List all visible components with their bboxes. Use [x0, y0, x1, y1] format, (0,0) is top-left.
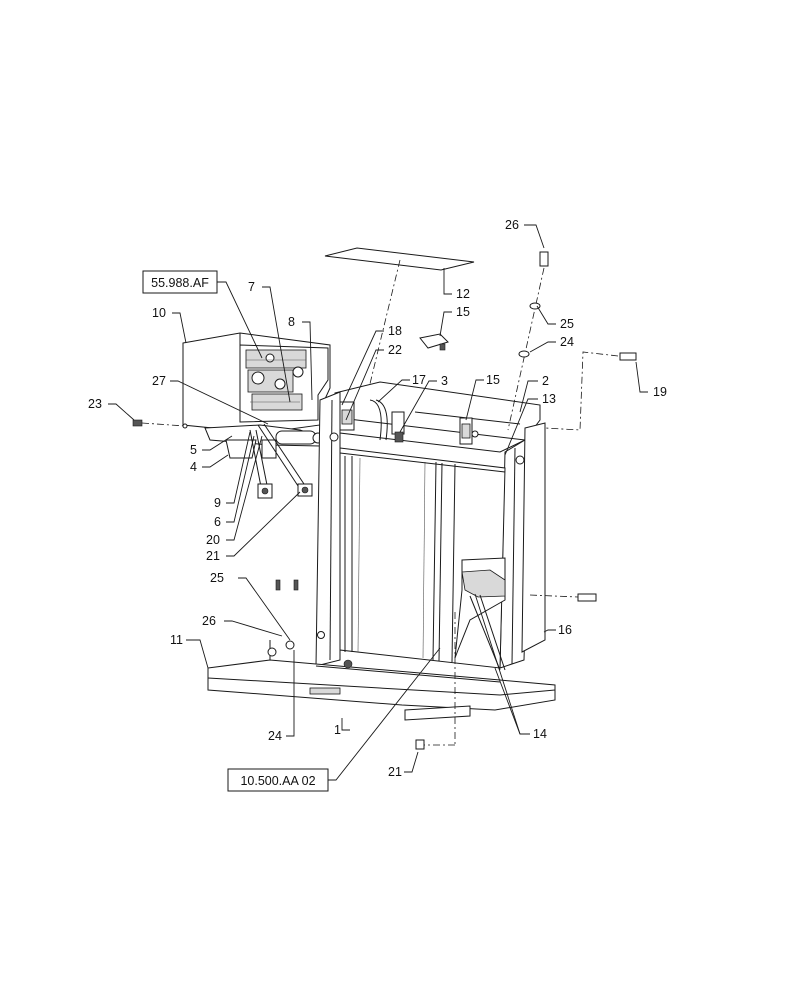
callout-17: 17 [412, 373, 426, 387]
callout-15: 15 [456, 305, 470, 319]
callout-25b: 25 [210, 571, 224, 585]
part-main-frame [315, 381, 546, 671]
callout-24: 24 [560, 335, 574, 349]
part-latch-top [419, 333, 449, 351]
callout-26b: 26 [202, 614, 216, 628]
part-base-platform [207, 579, 556, 721]
callout-22: 22 [388, 343, 402, 357]
part-top-plate [324, 247, 475, 393]
callout-12: 12 [456, 287, 470, 301]
leader-lines [108, 224, 648, 781]
reference-box-engine[interactable]: 55.988.AF [142, 270, 218, 294]
reference-cooling-text: 10.500.AA 02 [240, 774, 315, 788]
callout-15b: 15 [486, 373, 500, 387]
callout-21b: 21 [388, 765, 402, 779]
part-top-bolt-stack [507, 251, 549, 431]
callout-26: 26 [505, 218, 519, 232]
callout-1: 1 [334, 723, 341, 737]
callout-23: 23 [88, 397, 102, 411]
callout-2: 2 [542, 374, 549, 388]
reference-box-cooling[interactable]: 10.500.AA 02 [227, 768, 329, 792]
callout-11: 11 [170, 633, 183, 647]
callout-27: 27 [152, 374, 166, 388]
callout-24b: 24 [268, 729, 282, 743]
callout-4: 4 [190, 460, 197, 474]
callout-21: 21 [206, 549, 220, 563]
part-bottom-bolts [415, 593, 597, 750]
callout-labels: 26 12 25 24 15 7 10 8 18 22 17 3 15 2 13… [88, 218, 667, 779]
part-engine-bracket [132, 332, 331, 499]
callout-18: 18 [388, 324, 402, 338]
callout-7: 7 [248, 280, 255, 294]
callout-8: 8 [288, 315, 295, 329]
callout-25: 25 [560, 317, 574, 331]
reference-engine-text: 55.988.AF [151, 276, 209, 290]
callout-20: 20 [206, 533, 220, 547]
part-side-bolt [544, 351, 637, 431]
callout-16: 16 [558, 623, 572, 637]
callout-13: 13 [542, 392, 556, 406]
callout-3: 3 [441, 374, 448, 388]
callout-6: 6 [214, 515, 221, 529]
callout-10: 10 [152, 306, 166, 320]
callout-14: 14 [533, 727, 547, 741]
callout-19: 19 [653, 385, 667, 399]
callout-5: 5 [190, 443, 197, 457]
callout-9: 9 [214, 496, 221, 510]
